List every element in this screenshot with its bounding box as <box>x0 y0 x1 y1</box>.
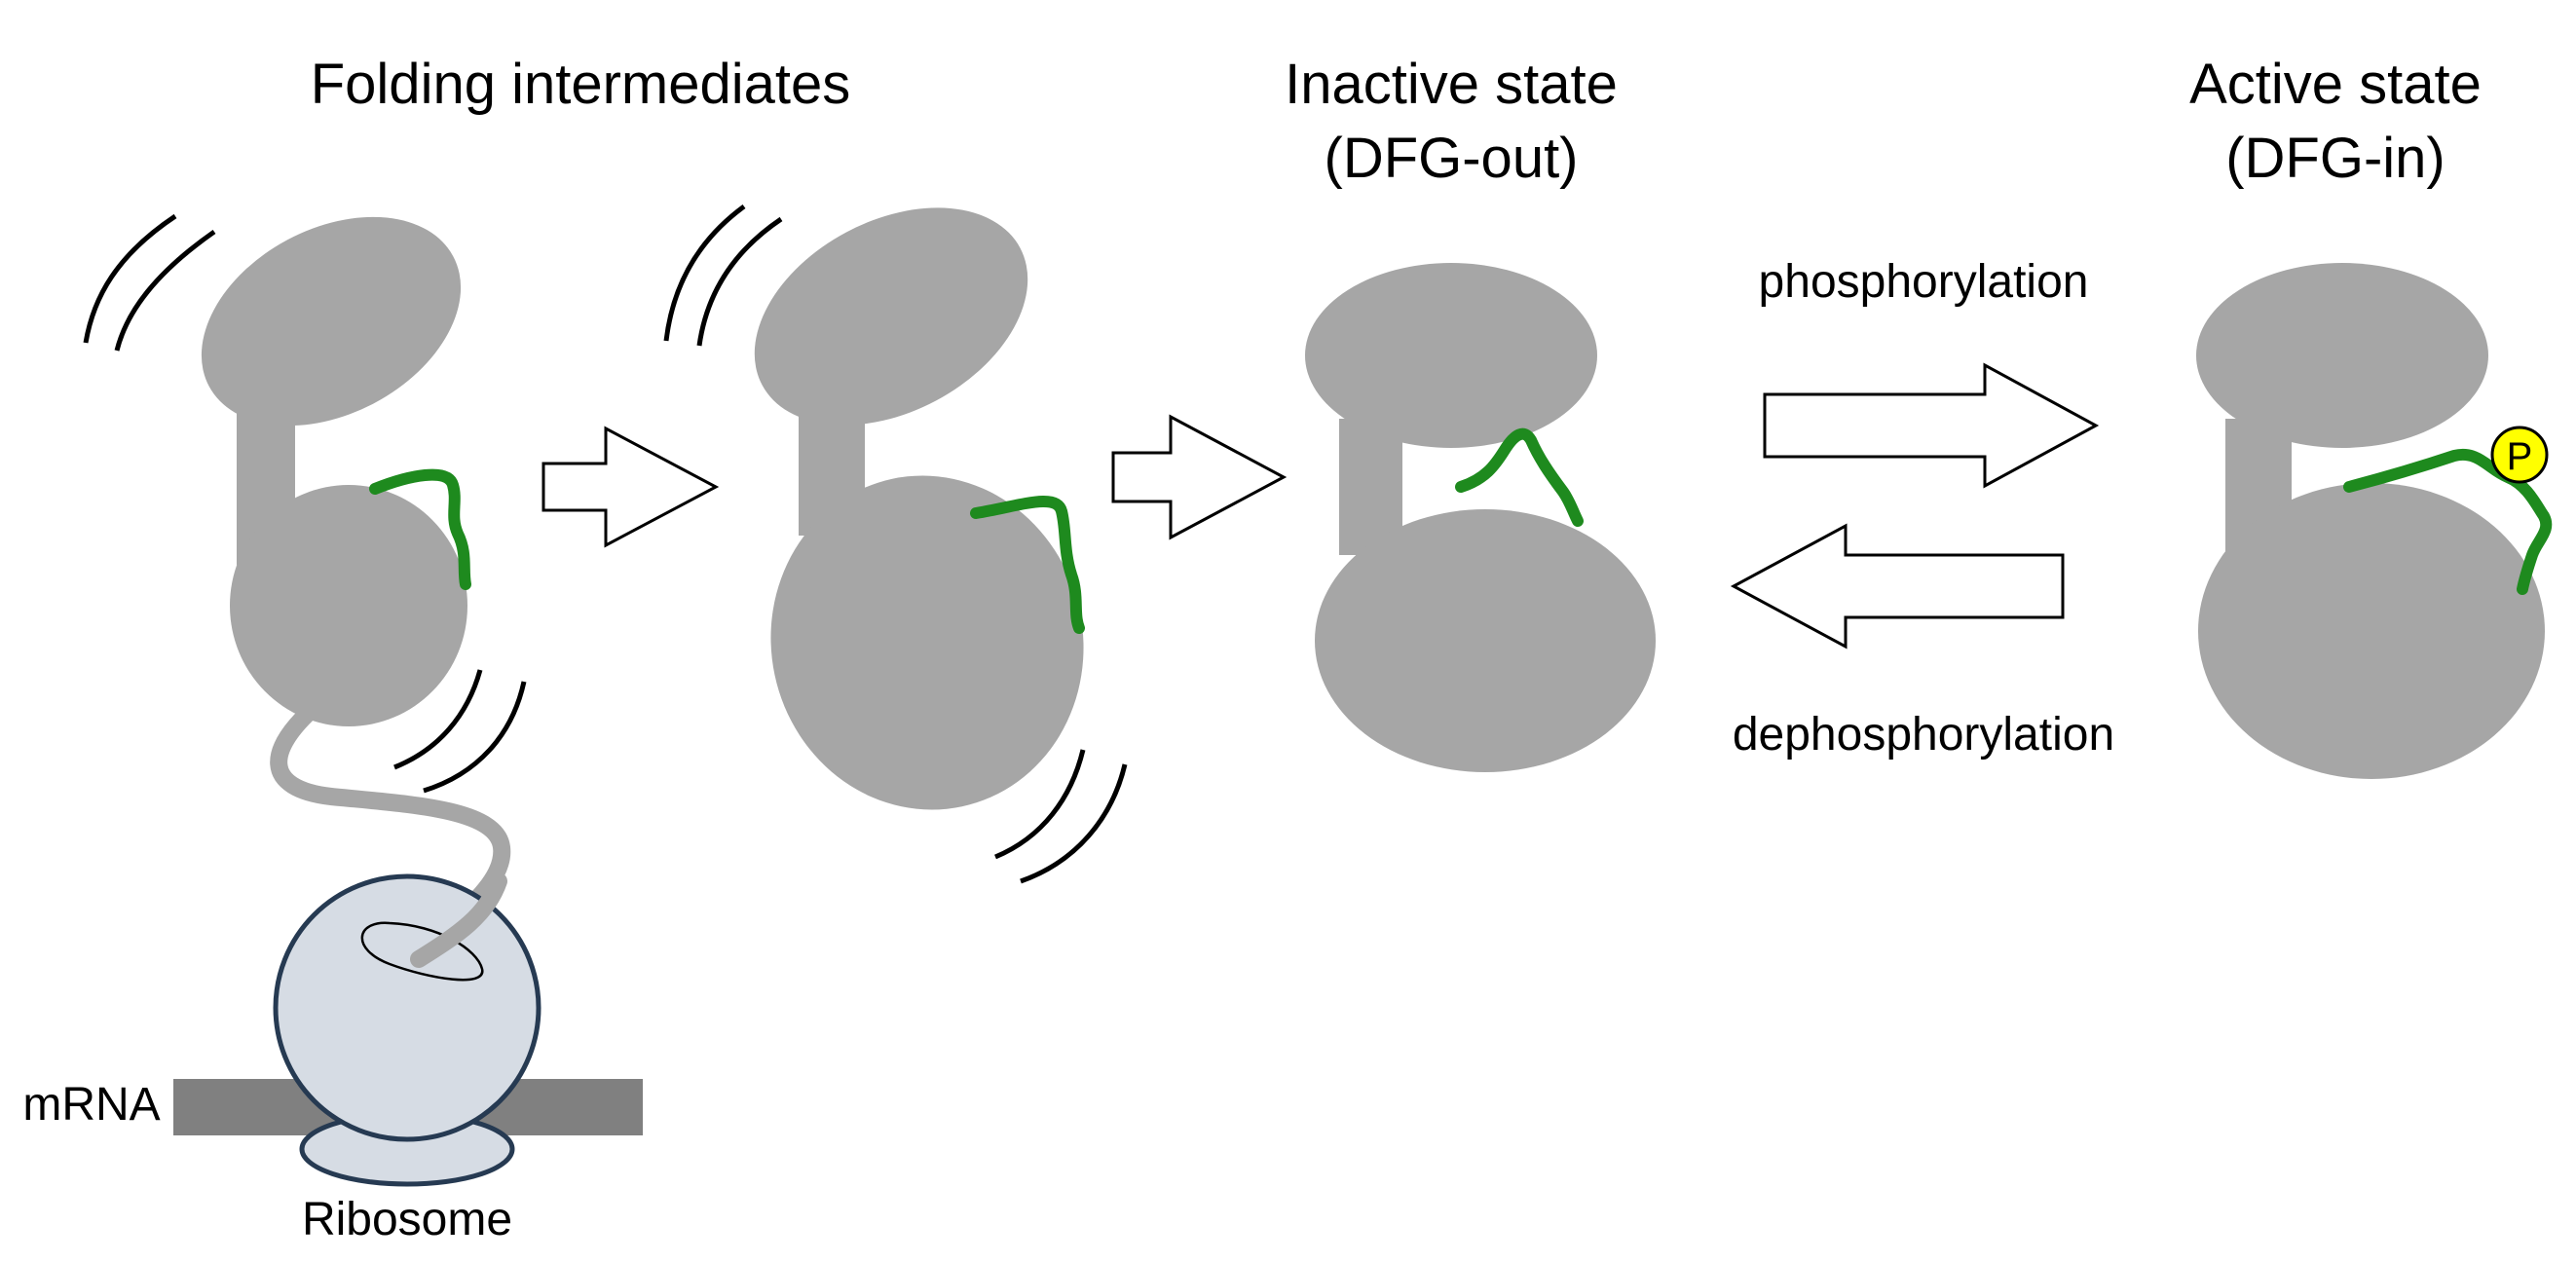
mrna-label: mRNA <box>22 1079 160 1131</box>
phosphorylation-arrow <box>1763 362 2100 489</box>
motion-arc <box>1020 763 1128 884</box>
protein-inactive-dfg-out <box>1305 263 1656 772</box>
phosphate-label: P <box>2507 435 2533 478</box>
motion-arc <box>994 749 1086 860</box>
c-lobe <box>2198 483 2545 779</box>
activation-loop <box>369 468 471 590</box>
protein-folding-intermediate-2 <box>663 204 1128 884</box>
n-lobe <box>1305 263 1597 448</box>
folding-arrow-2 <box>1111 414 1288 540</box>
phosphate-icon <box>2490 426 2549 484</box>
motion-arc <box>393 669 483 770</box>
n-lobe <box>201 216 462 427</box>
protein-folding-intermediate-1 <box>83 213 527 968</box>
ribosome-large-subunit <box>273 873 541 1142</box>
n-lobe <box>2196 263 2488 448</box>
ribosome-label: Ribosome <box>302 1194 512 1245</box>
inactive-state-subtitle: (DFG-out) <box>1325 127 1579 190</box>
motion-arc <box>423 681 527 794</box>
c-lobe <box>1315 509 1656 772</box>
nascent-chain-exit <box>410 872 507 968</box>
folding-intermediates-title: Folding intermediates <box>311 53 851 116</box>
inactive-state-title: Inactive state <box>1285 53 1618 116</box>
dephosphorylation-arrow <box>1730 523 2065 650</box>
motion-arc <box>696 216 783 347</box>
activation-loop <box>970 496 1085 634</box>
n-lobe <box>754 207 1028 426</box>
protein-active-dfg-in: P <box>2196 263 2553 779</box>
c-lobe <box>770 475 1084 810</box>
phosphorylation-label: phosphorylation <box>1759 256 2089 308</box>
active-state-title: Active state <box>2189 53 2482 116</box>
motion-arc <box>83 213 177 344</box>
active-state-subtitle: (DFG-in) <box>2225 127 2445 190</box>
motion-arc <box>663 204 746 342</box>
activation-loop <box>1455 427 1584 527</box>
dephosphorylation-label: dephosphorylation <box>1733 709 2114 761</box>
activation-loop <box>2343 448 2553 595</box>
folding-arrow-1 <box>541 426 720 548</box>
motion-arc <box>114 229 216 352</box>
c-lobe <box>230 485 467 726</box>
ribosome-complex: mRNA Ribosome <box>22 872 643 1245</box>
